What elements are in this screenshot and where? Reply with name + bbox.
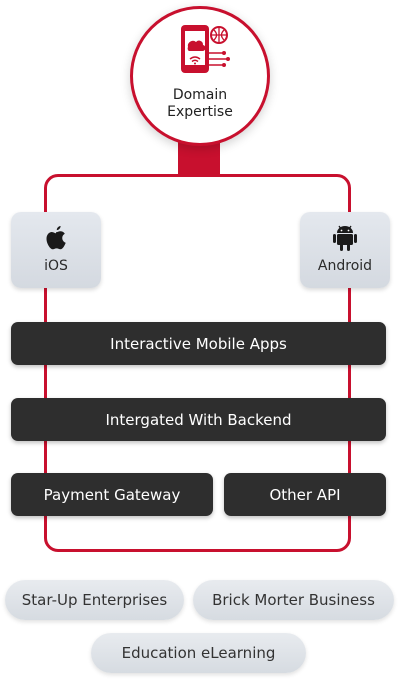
industry-pill-brick-morter: Brick Morter Business bbox=[193, 580, 394, 620]
payment-gateway-bar: Payment Gateway bbox=[11, 473, 213, 516]
mobile-cloud-network-icon bbox=[181, 25, 230, 73]
industry-pill-education: Education eLearning bbox=[91, 633, 306, 673]
center-label-line2: Expertise bbox=[167, 104, 233, 120]
integrated-with-backend-bar: Intergated With Backend bbox=[11, 398, 386, 441]
domain-expertise-label: Domain Expertise bbox=[133, 87, 267, 121]
android-icon bbox=[333, 225, 357, 251]
platform-ios: iOS bbox=[11, 212, 101, 288]
industry-pill-startup: Star-Up Enterprises bbox=[5, 580, 184, 620]
domain-expertise-node: Domain Expertise bbox=[130, 6, 270, 146]
apple-icon bbox=[46, 226, 66, 250]
platform-android-label: Android bbox=[317, 258, 373, 274]
center-label-line1: Domain bbox=[172, 87, 228, 103]
other-api-bar: Other API bbox=[224, 473, 386, 516]
platform-android: Android bbox=[300, 212, 390, 288]
platform-ios-label: iOS bbox=[44, 258, 68, 274]
interactive-mobile-apps-bar: Interactive Mobile Apps bbox=[11, 322, 386, 365]
